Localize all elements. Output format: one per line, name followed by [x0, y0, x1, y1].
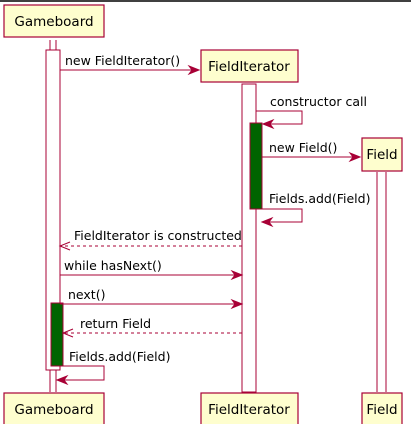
participant-fielditerator-bottom-label: FieldIterator — [208, 402, 290, 418]
message-fielditerator-constructed: FieldIterator is constructed — [58, 228, 242, 251]
message-label: next() — [68, 287, 105, 302]
participant-field-bottom: Field — [361, 392, 403, 424]
message-label: new FieldIterator() — [65, 53, 180, 68]
participant-gameboard-bottom-label: Gameboard — [14, 402, 93, 418]
message-constructor-call: constructor call — [256, 94, 367, 130]
message-new-field: new Field() — [262, 140, 362, 163]
participant-field-top: Field — [361, 137, 403, 172]
participant-fielditerator-top: FieldIterator — [200, 49, 299, 83]
message-label: return Field — [80, 316, 151, 331]
participant-field-top-label: Field — [366, 147, 397, 163]
message-label: constructor call — [270, 94, 367, 109]
activation-gameboard — [45, 49, 61, 371]
message-next: next() — [60, 287, 244, 310]
message-label: FieldIterator is constructed — [74, 228, 242, 243]
participant-gameboard-top: Gameboard — [3, 4, 105, 38]
participant-fielditerator-top-label: FieldIterator — [208, 59, 290, 75]
participant-gameboard-bottom: Gameboard — [3, 392, 105, 424]
message-while-hasnext: while hasNext() — [60, 258, 244, 281]
message-label: new Field() — [269, 140, 337, 155]
message-return-field: return Field — [61, 316, 242, 338]
participant-field-bottom-label: Field — [366, 402, 397, 418]
participant-gameboard-top-label: Gameboard — [14, 14, 93, 30]
participant-fielditerator-bottom: FieldIterator — [200, 392, 299, 424]
message-fields-add-iterator: Fields.add(Field) — [260, 191, 370, 228]
lifeline-field — [376, 172, 387, 392]
activation-gameboard-next — [50, 302, 64, 367]
message-label: while hasNext() — [64, 258, 162, 273]
message-label: Fields.add(Field) — [269, 191, 370, 206]
message-fields-add-gameboard: Fields.add(Field) — [55, 349, 170, 386]
message-label: Fields.add(Field) — [69, 349, 170, 364]
message-new-fielditerator: new FieldIterator() — [60, 53, 201, 76]
activation-fielditerator-constructor — [249, 122, 263, 210]
